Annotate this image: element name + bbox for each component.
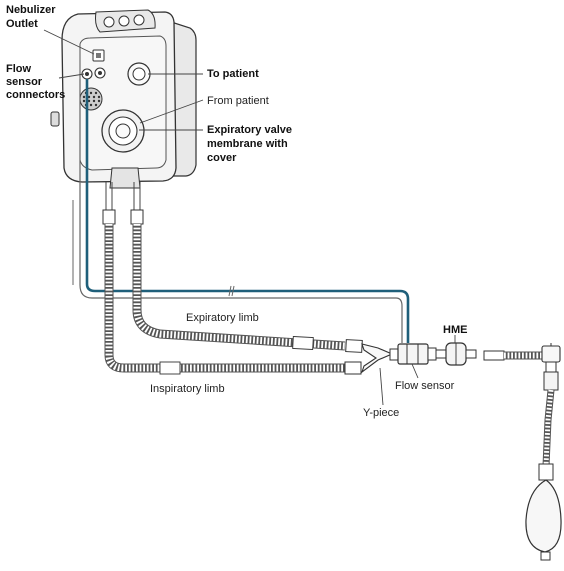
to-patient-port [127, 62, 151, 86]
label-y-piece: Y-piece [363, 407, 399, 419]
label-flow-sensor: Flow sensor [395, 380, 455, 392]
leader-lines [43, 29, 456, 406]
label-nebulizer-outlet: Nebulizer Outlet [6, 4, 59, 30]
expiratory-limb-tube [132, 224, 363, 353]
y-piece [360, 343, 399, 374]
device-tube-connectors [102, 182, 144, 225]
resuscitation-bag [525, 479, 562, 561]
nebulizer-outlet-port [92, 49, 105, 62]
expiratory-valve [101, 109, 145, 153]
hme-filter [435, 342, 477, 366]
label-to-patient: To patient [207, 68, 259, 80]
label-from-patient: From patient [207, 95, 269, 107]
label-expiratory-valve: Expiratory valve membrane with cover [207, 124, 295, 164]
label-flow-sensor-connectors: Flow sensor connectors [6, 63, 65, 101]
speaker-grille [79, 87, 103, 111]
inspiratory-limb-tube [104, 224, 362, 375]
flow-sensor-lines [72, 79, 410, 343]
flow-sensor [397, 343, 437, 365]
label-inspiratory-limb: Inspiratory limb [150, 383, 225, 395]
label-expiratory-limb: Expiratory limb [186, 312, 259, 324]
label-hme: HME [443, 324, 467, 336]
flow-sensor-connector-ports [81, 67, 106, 80]
ventilator-device [50, 9, 197, 189]
patient-connection [483, 343, 561, 481]
